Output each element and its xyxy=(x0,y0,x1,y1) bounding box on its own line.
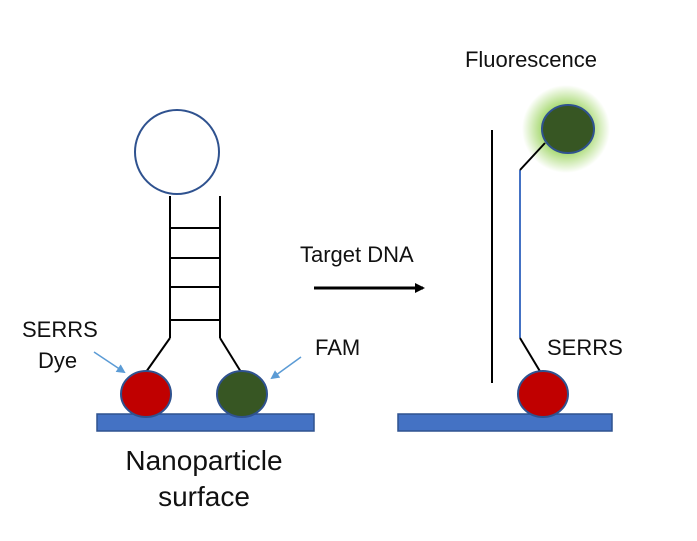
fam-particle xyxy=(216,370,268,418)
open-probe-panel: Fluorescence SERRS xyxy=(397,47,623,432)
transition: Target DNA xyxy=(300,242,425,293)
nanoparticle-label-line2: surface xyxy=(158,481,250,512)
target-dna-label: Target DNA xyxy=(300,242,414,267)
fluorescence-label: Fluorescence xyxy=(465,47,597,72)
fam-label: FAM xyxy=(315,335,360,360)
serrs-dye-particle xyxy=(120,370,172,418)
nanoparticle-surface-right xyxy=(397,413,613,432)
linker-to-fam xyxy=(519,142,546,171)
fam-pointer-arrow xyxy=(270,356,302,380)
base-pair-rungs xyxy=(170,227,220,321)
linker-left xyxy=(145,337,171,373)
serrs-particle xyxy=(517,370,569,418)
hairpin-loop xyxy=(134,109,220,195)
serrs-dye-label-line2: Dye xyxy=(38,348,77,373)
serrs-label: SERRS xyxy=(547,335,623,360)
linker-to-serrs xyxy=(519,337,542,374)
nanoparticle-label-line1: Nanoparticle xyxy=(125,445,282,476)
fam-particle-free xyxy=(541,104,595,154)
nanoparticle-surface-left xyxy=(96,413,315,432)
closed-hairpin-panel: SERRS Dye FAM Nanoparticle surface xyxy=(22,109,360,512)
serrs-dye-label-line1: SERRS xyxy=(22,317,98,342)
serrs-dye-pointer-arrow xyxy=(93,351,126,374)
linker-right xyxy=(219,337,242,373)
